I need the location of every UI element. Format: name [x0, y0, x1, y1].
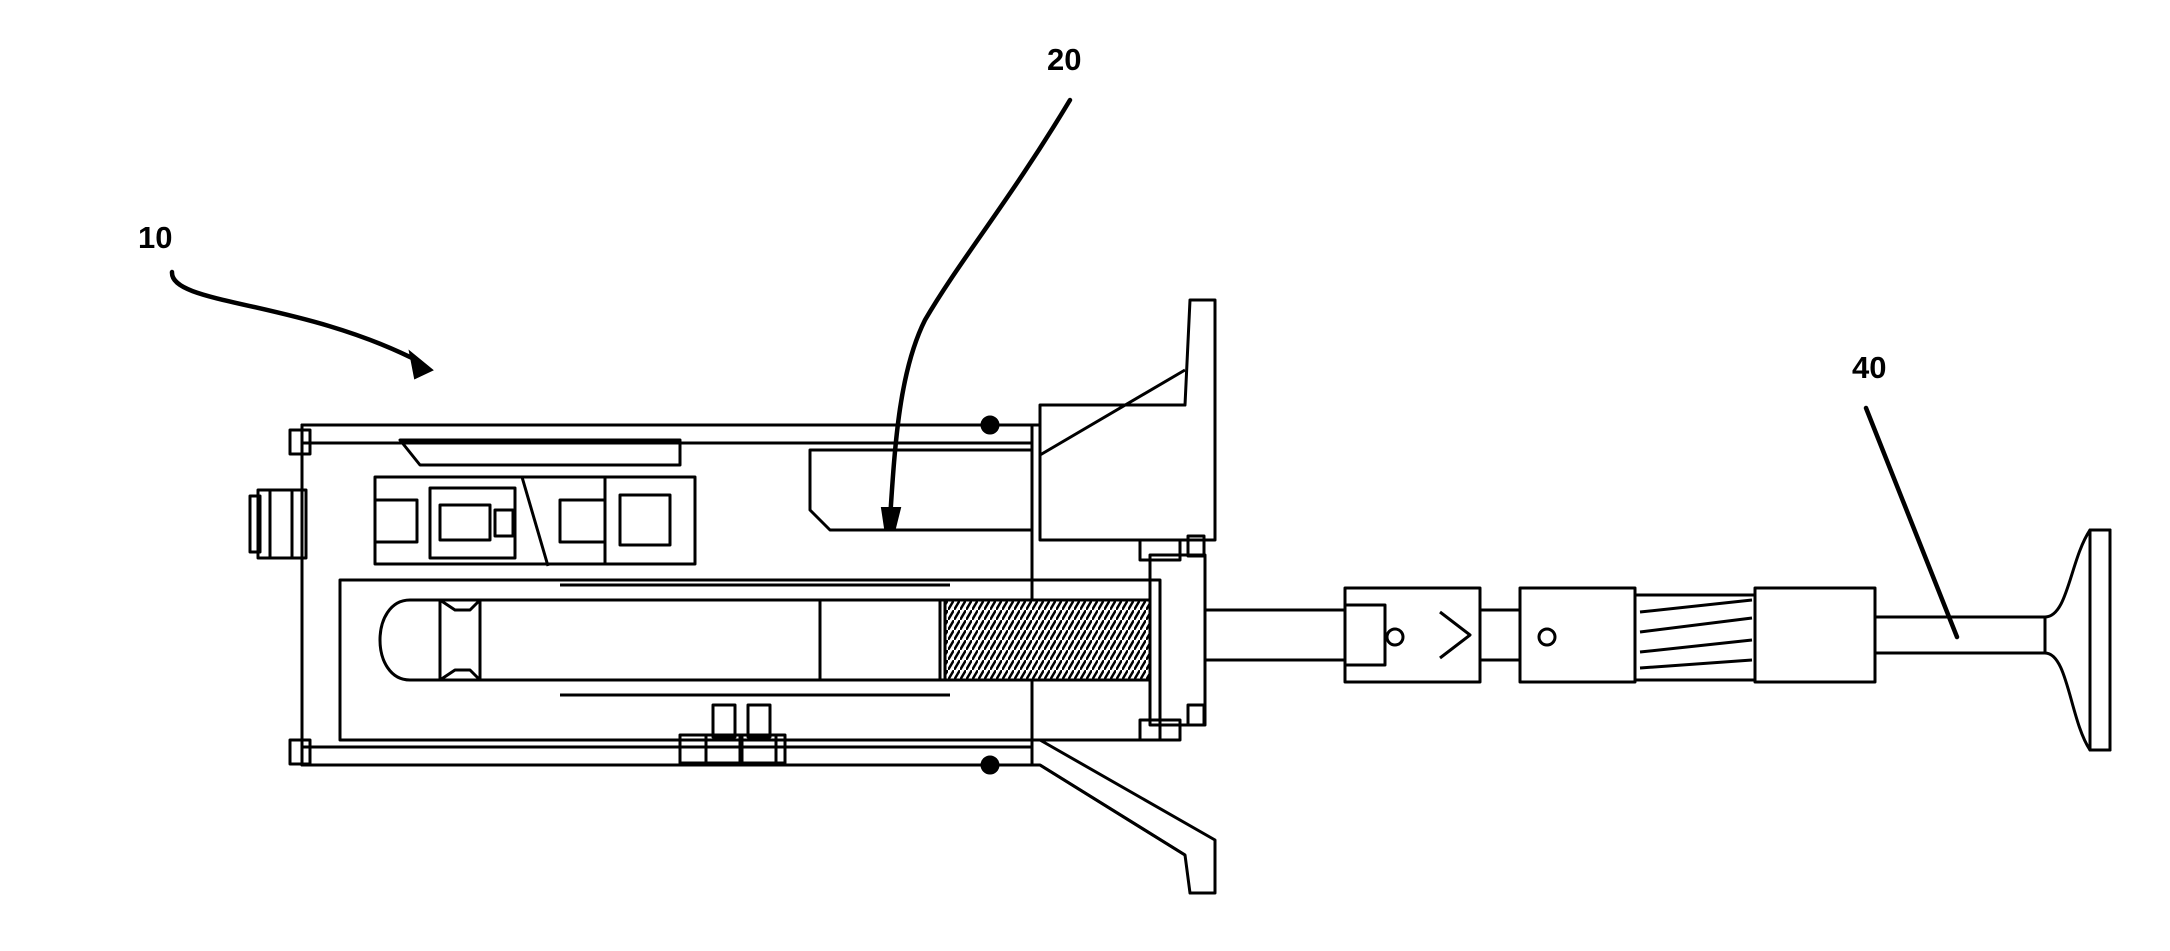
mounting-bracket-bottom: [982, 740, 1215, 893]
reference-numeral-40: 40: [1852, 352, 1886, 383]
extraction-tool: [1205, 530, 2110, 750]
threaded-section: [945, 600, 1150, 680]
leader-line-40: [1866, 408, 1957, 637]
leader-lines: [172, 100, 1957, 637]
leader-line-10: [172, 272, 420, 362]
bolts: [680, 705, 785, 763]
inner-barrel: [340, 450, 1205, 740]
reference-numeral-20: 20: [1047, 44, 1081, 75]
arrowhead-10: [410, 352, 432, 378]
reference-numeral-10: 10: [138, 222, 172, 253]
mounting-bracket-top: [982, 300, 1215, 540]
leader-line-20: [890, 100, 1070, 520]
upper-chamber: [375, 440, 695, 566]
arrowhead-20: [882, 508, 900, 528]
